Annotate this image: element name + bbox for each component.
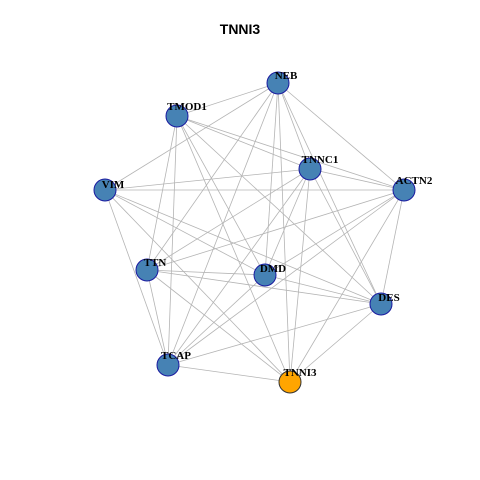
edge-neb-tmod1 (176, 82, 279, 117)
edge-tnnc1-ttn (146, 168, 311, 271)
node-tnni3[interactable] (278, 370, 302, 394)
edge-actn2-ttn (146, 189, 405, 271)
edge-vim-tcap (104, 189, 169, 366)
edge-neb-tnnc1 (277, 82, 311, 170)
edge-layer (104, 82, 405, 383)
edge-vim-des (104, 189, 382, 305)
node-label-actn2: ACTN2 (396, 175, 433, 187)
edge-actn2-dmd (264, 189, 405, 276)
edge-tnnc1-des (309, 168, 382, 305)
edge-ttn-des (146, 269, 382, 305)
edge-des-tnni3 (289, 303, 382, 383)
edge-ttn-tcap (146, 269, 169, 366)
edge-tcap-tnni3 (167, 364, 291, 383)
node-label-ttn: TTN (144, 257, 167, 269)
edge-tmod1-des (176, 115, 382, 305)
node-label-dmd: DMD (260, 263, 286, 275)
edge-actn2-tnni3 (289, 189, 405, 383)
edge-neb-actn2 (277, 82, 405, 191)
edge-tmod1-tnnc1 (176, 115, 311, 170)
node-label-tcap: TCAP (161, 350, 191, 362)
edge-neb-ttn (146, 82, 279, 271)
node-tmod1[interactable] (165, 104, 189, 128)
edge-neb-vim (104, 82, 279, 191)
node-neb[interactable] (266, 71, 290, 95)
edge-vim-tnnc1 (104, 168, 311, 191)
edge-tnnc1-actn2 (309, 168, 405, 191)
node-label-tnni3: TNNI3 (283, 367, 317, 379)
edge-tmod1-tcap (167, 115, 178, 366)
edge-vim-dmd (104, 189, 266, 276)
node-tcap[interactable] (156, 353, 180, 377)
node-layer (93, 71, 416, 394)
edge-ttn-tnni3 (146, 269, 291, 383)
node-label-neb: NEB (275, 70, 298, 82)
edge-tnnc1-tcap (167, 168, 311, 366)
edge-vim-tnni3 (104, 189, 291, 383)
edge-dmd-tcap (167, 274, 266, 366)
node-actn2[interactable] (392, 178, 416, 202)
edge-neb-tnni3 (277, 82, 291, 383)
edge-dmd-des (264, 274, 382, 305)
edge-tmod1-actn2 (176, 115, 405, 191)
edge-neb-dmd (264, 82, 279, 276)
edge-actn2-tcap (167, 189, 405, 366)
graph-title: TNNI3 (219, 21, 261, 37)
edge-tmod1-ttn (146, 115, 178, 271)
node-tnnc1[interactable] (298, 157, 322, 181)
edge-neb-des (277, 82, 382, 305)
edge-des-tcap (167, 303, 382, 366)
node-label-tnnc1: TNNC1 (302, 154, 339, 166)
edge-tnnc1-dmd (264, 168, 311, 276)
edge-tmod1-dmd (176, 115, 266, 276)
node-label-tmod1: TMOD1 (167, 101, 207, 113)
node-ttn[interactable] (135, 258, 159, 282)
edge-ttn-dmd (146, 269, 266, 276)
node-des[interactable] (369, 292, 393, 316)
node-label-des: DES (378, 292, 399, 304)
edge-tnnc1-tnni3 (289, 168, 311, 383)
node-dmd[interactable] (253, 263, 277, 287)
edge-tmod1-tnni3 (176, 115, 291, 383)
node-label-vim: VIM (102, 179, 125, 191)
edge-actn2-des (380, 189, 405, 305)
node-vim[interactable] (93, 178, 117, 202)
